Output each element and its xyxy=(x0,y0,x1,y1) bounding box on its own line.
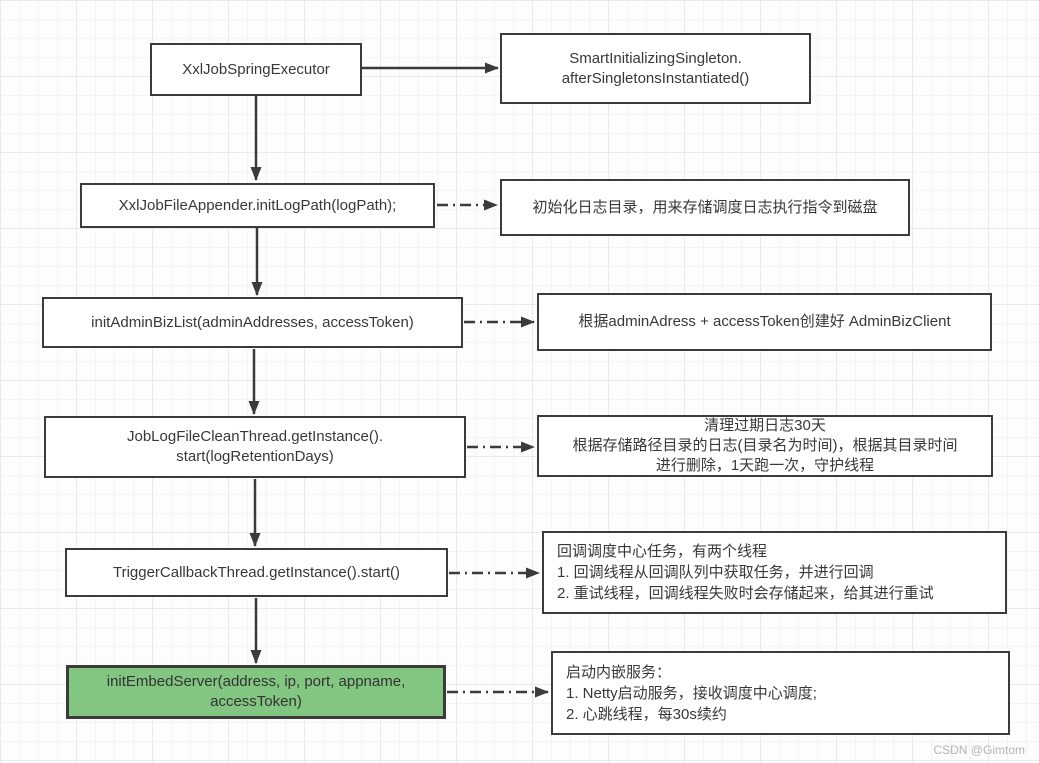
note-trigger-callback: 回调调度中心任务，有两个线程 1. 回调线程从回调队列中获取任务，并进行回调 2… xyxy=(542,531,1007,614)
node-smart-initializing-singleton: SmartInitializingSingleton. afterSinglet… xyxy=(500,33,811,104)
note-admin-biz-client: 根据adminAdress + accessToken创建好 AdminBizC… xyxy=(537,293,992,351)
node-xxl-job-spring-executor: XxlJobSpringExecutor xyxy=(150,43,362,96)
node-init-embed-server: initEmbedServer(address, ip, port, appna… xyxy=(66,665,446,719)
node-init-log-path: XxlJobFileAppender.initLogPath(logPath); xyxy=(80,183,435,228)
node-trigger-callback-thread: TriggerCallbackThread.getInstance().star… xyxy=(65,548,448,597)
note-log-clean: 清理过期日志30天 根据存储路径目录的日志(目录名为时间)，根据其目录时间 进行… xyxy=(537,415,993,477)
watermark: CSDN @Gimtom xyxy=(933,743,1025,757)
note-init-log-path: 初始化日志目录，用来存储调度日志执行指令到磁盘 xyxy=(500,179,910,236)
node-job-log-file-clean-thread: JobLogFileCleanThread.getInstance(). sta… xyxy=(44,416,466,478)
note-embed-server: 启动内嵌服务： 1. Netty启动服务，接收调度中心调度; 2. 心跳线程，每… xyxy=(551,651,1010,735)
node-init-admin-biz-list: initAdminBizList(adminAddresses, accessT… xyxy=(42,297,463,348)
